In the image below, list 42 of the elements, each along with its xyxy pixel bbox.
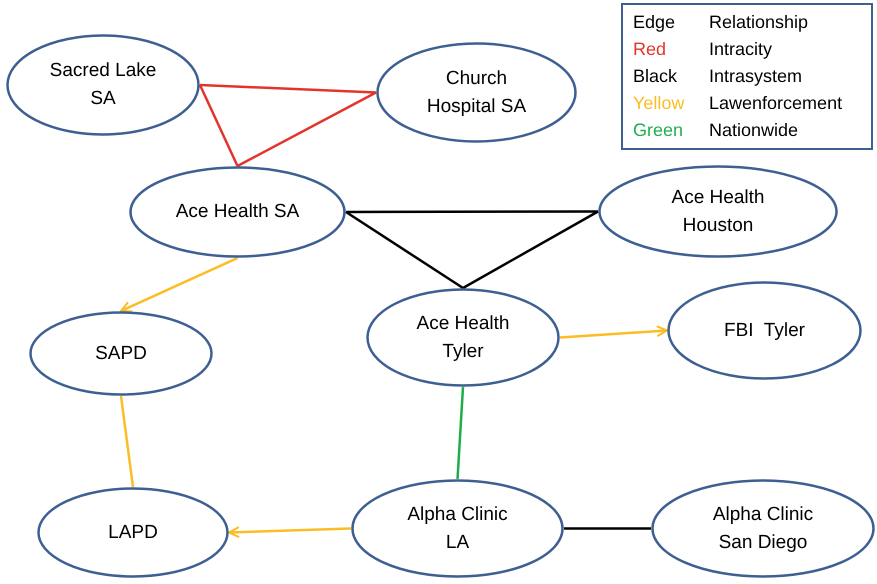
node-label: Ace Health Houston xyxy=(670,186,766,238)
ellipse-node xyxy=(29,311,213,396)
node-label: FBI Tyler xyxy=(723,318,806,342)
arrow xyxy=(560,325,668,339)
ellipse-node xyxy=(37,487,229,578)
arrow xyxy=(120,256,238,312)
connector-line xyxy=(345,210,464,290)
ellipse-node xyxy=(651,479,875,578)
node-label: LAPD xyxy=(107,520,159,544)
connector-line xyxy=(120,396,134,488)
ellipse-node xyxy=(6,34,200,136)
node-label: Alpha Clinic LA xyxy=(406,502,509,554)
connector-line xyxy=(456,386,464,480)
connector-line xyxy=(198,84,239,167)
connector-line xyxy=(346,210,598,214)
node-label: Sacred Lake SA xyxy=(48,59,158,111)
connector-line xyxy=(200,84,376,94)
relationship-label: Intrasystem xyxy=(709,65,804,88)
legend-color-name: Yellow xyxy=(633,92,686,115)
relationship-label: Intracity xyxy=(709,38,774,61)
ellipse-node xyxy=(598,165,838,258)
connector-line xyxy=(236,91,377,168)
legend-color-name: Black xyxy=(633,65,678,88)
ellipse-node xyxy=(129,166,346,258)
relationship-label: Nationwide xyxy=(709,119,800,142)
ellipse-node xyxy=(376,42,577,143)
arrow xyxy=(228,526,352,538)
ellipse-node xyxy=(351,479,564,578)
node-label: SAPD xyxy=(94,342,148,366)
legend-header: Relationship xyxy=(709,11,810,34)
ellipse-node xyxy=(366,288,560,387)
connector-line xyxy=(564,527,651,530)
node-label: Alpha Clinic San Diego xyxy=(712,502,814,554)
node-label: Ace Health Tyler xyxy=(416,312,510,364)
legend-color-name: Red xyxy=(633,38,668,61)
legend-color-name: Green xyxy=(633,119,684,142)
node-label: Church Hospital SA xyxy=(426,66,526,118)
node-label: Ace Health SA xyxy=(174,200,300,224)
ellipse-node xyxy=(667,281,862,380)
legend-header: Edge xyxy=(633,11,676,34)
relationship-label: Lawenforcement xyxy=(709,92,844,115)
connector-line xyxy=(462,210,599,290)
